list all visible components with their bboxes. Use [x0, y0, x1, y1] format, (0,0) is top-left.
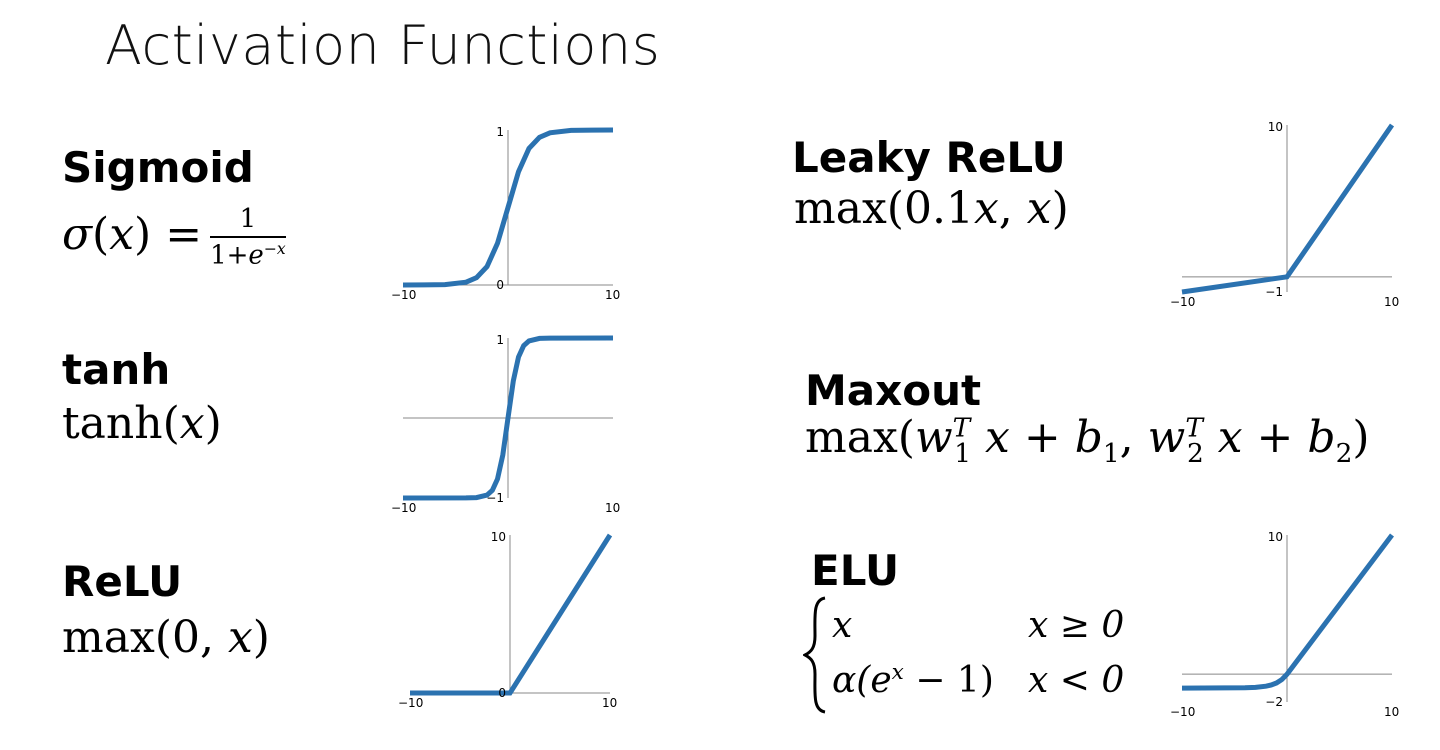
- elu-case2-cond: x < 0: [1028, 660, 1125, 701]
- leaky-relu-formula: max(0.1x, x): [794, 183, 1069, 234]
- y-tick-label: 1: [496, 125, 504, 139]
- page-title: Activation Functions: [105, 14, 661, 77]
- y-tick-label: −2: [1265, 695, 1283, 709]
- maxout-name: Maxout: [805, 366, 982, 415]
- leaky-relu-name: Leaky ReLU: [792, 133, 1066, 182]
- leaky-relu-plot: −10 10 10 −1: [1170, 120, 1399, 309]
- x-tick-label: 10: [605, 288, 620, 302]
- curve-line: [410, 533, 613, 696]
- sigma-symbol: σ: [62, 208, 93, 260]
- x-tick-label: −10: [391, 501, 416, 515]
- x-tick-label: 10: [605, 501, 620, 515]
- elu-case2-expr: α(ex − 1): [832, 660, 994, 701]
- curve-line: [402, 127, 614, 288]
- y-tick-label: 0: [496, 278, 504, 292]
- curve-line: [402, 335, 614, 501]
- y-tick-label: 10: [1268, 530, 1283, 544]
- tanh-formula: tanh(x): [62, 398, 222, 449]
- maxout-formula: max(wT1 x + b1, wT2 x + b2): [805, 412, 1370, 469]
- tanh-plot: −10 10 1 −1: [391, 333, 620, 515]
- sigmoid-denominator: 1+e−x: [210, 240, 286, 271]
- elu-brace: [803, 596, 826, 714]
- x-tick-label: 10: [1384, 295, 1399, 309]
- y-tick-label: 10: [491, 530, 506, 544]
- curve-line: [1181, 123, 1395, 295]
- x-tick-label: −10: [398, 696, 423, 710]
- sigmoid-numerator: 1: [210, 204, 286, 238]
- y-tick-label: −1: [1265, 285, 1283, 299]
- elu-case1-cond: x ≥ 0: [1028, 605, 1125, 646]
- x-tick-label: 10: [1384, 705, 1399, 719]
- y-tick-label: 10: [1268, 120, 1283, 134]
- y-tick-label: 1: [496, 333, 504, 347]
- x-tick-label: −10: [1170, 705, 1195, 719]
- y-tick-label: −1: [486, 491, 504, 505]
- relu-name: ReLU: [62, 557, 183, 606]
- y-tick-label: 0: [498, 686, 506, 700]
- elu-name: ELU: [811, 546, 900, 595]
- relu-formula: max(0, x): [62, 612, 270, 663]
- elu-case1-expr: x: [832, 605, 853, 646]
- x-tick-label: 10: [602, 696, 617, 710]
- elu-plot: −10 10 10 −2: [1170, 530, 1399, 719]
- sigmoid-name: Sigmoid: [62, 143, 254, 192]
- tanh-name: tanh: [62, 345, 171, 394]
- relu-plot: −10 10 10 0: [398, 530, 617, 710]
- curve-line: [1181, 533, 1394, 691]
- x-tick-label: −10: [1170, 295, 1195, 309]
- x-tick-label: −10: [391, 288, 416, 302]
